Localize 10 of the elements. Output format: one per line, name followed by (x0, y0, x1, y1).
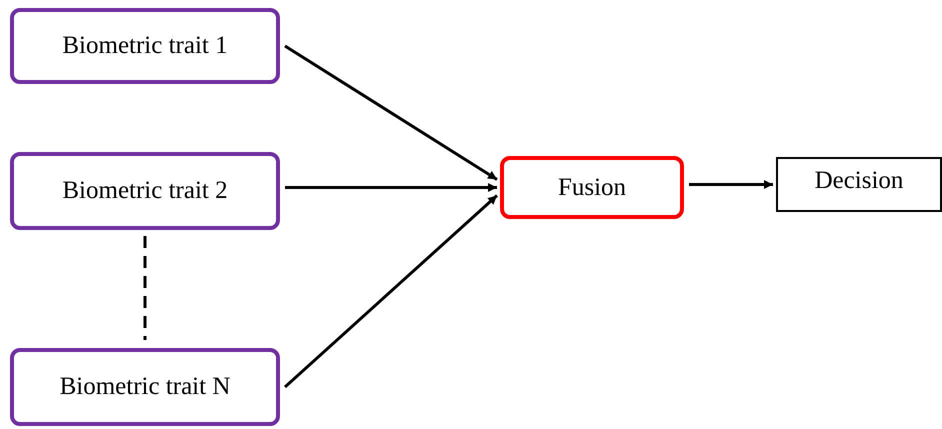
fusion-box: Fusion (500, 156, 684, 219)
arrow (689, 180, 773, 189)
input-box: Biometric trait 2 (10, 152, 280, 230)
input-box: Biometric trait N (10, 348, 280, 426)
input-box: Biometric trait 1 (10, 8, 280, 84)
dashed-line (144, 236, 146, 340)
arrow (285, 183, 497, 192)
arrow (284, 194, 498, 388)
decision-box: Decision (776, 157, 942, 212)
arrow (284, 44, 498, 181)
